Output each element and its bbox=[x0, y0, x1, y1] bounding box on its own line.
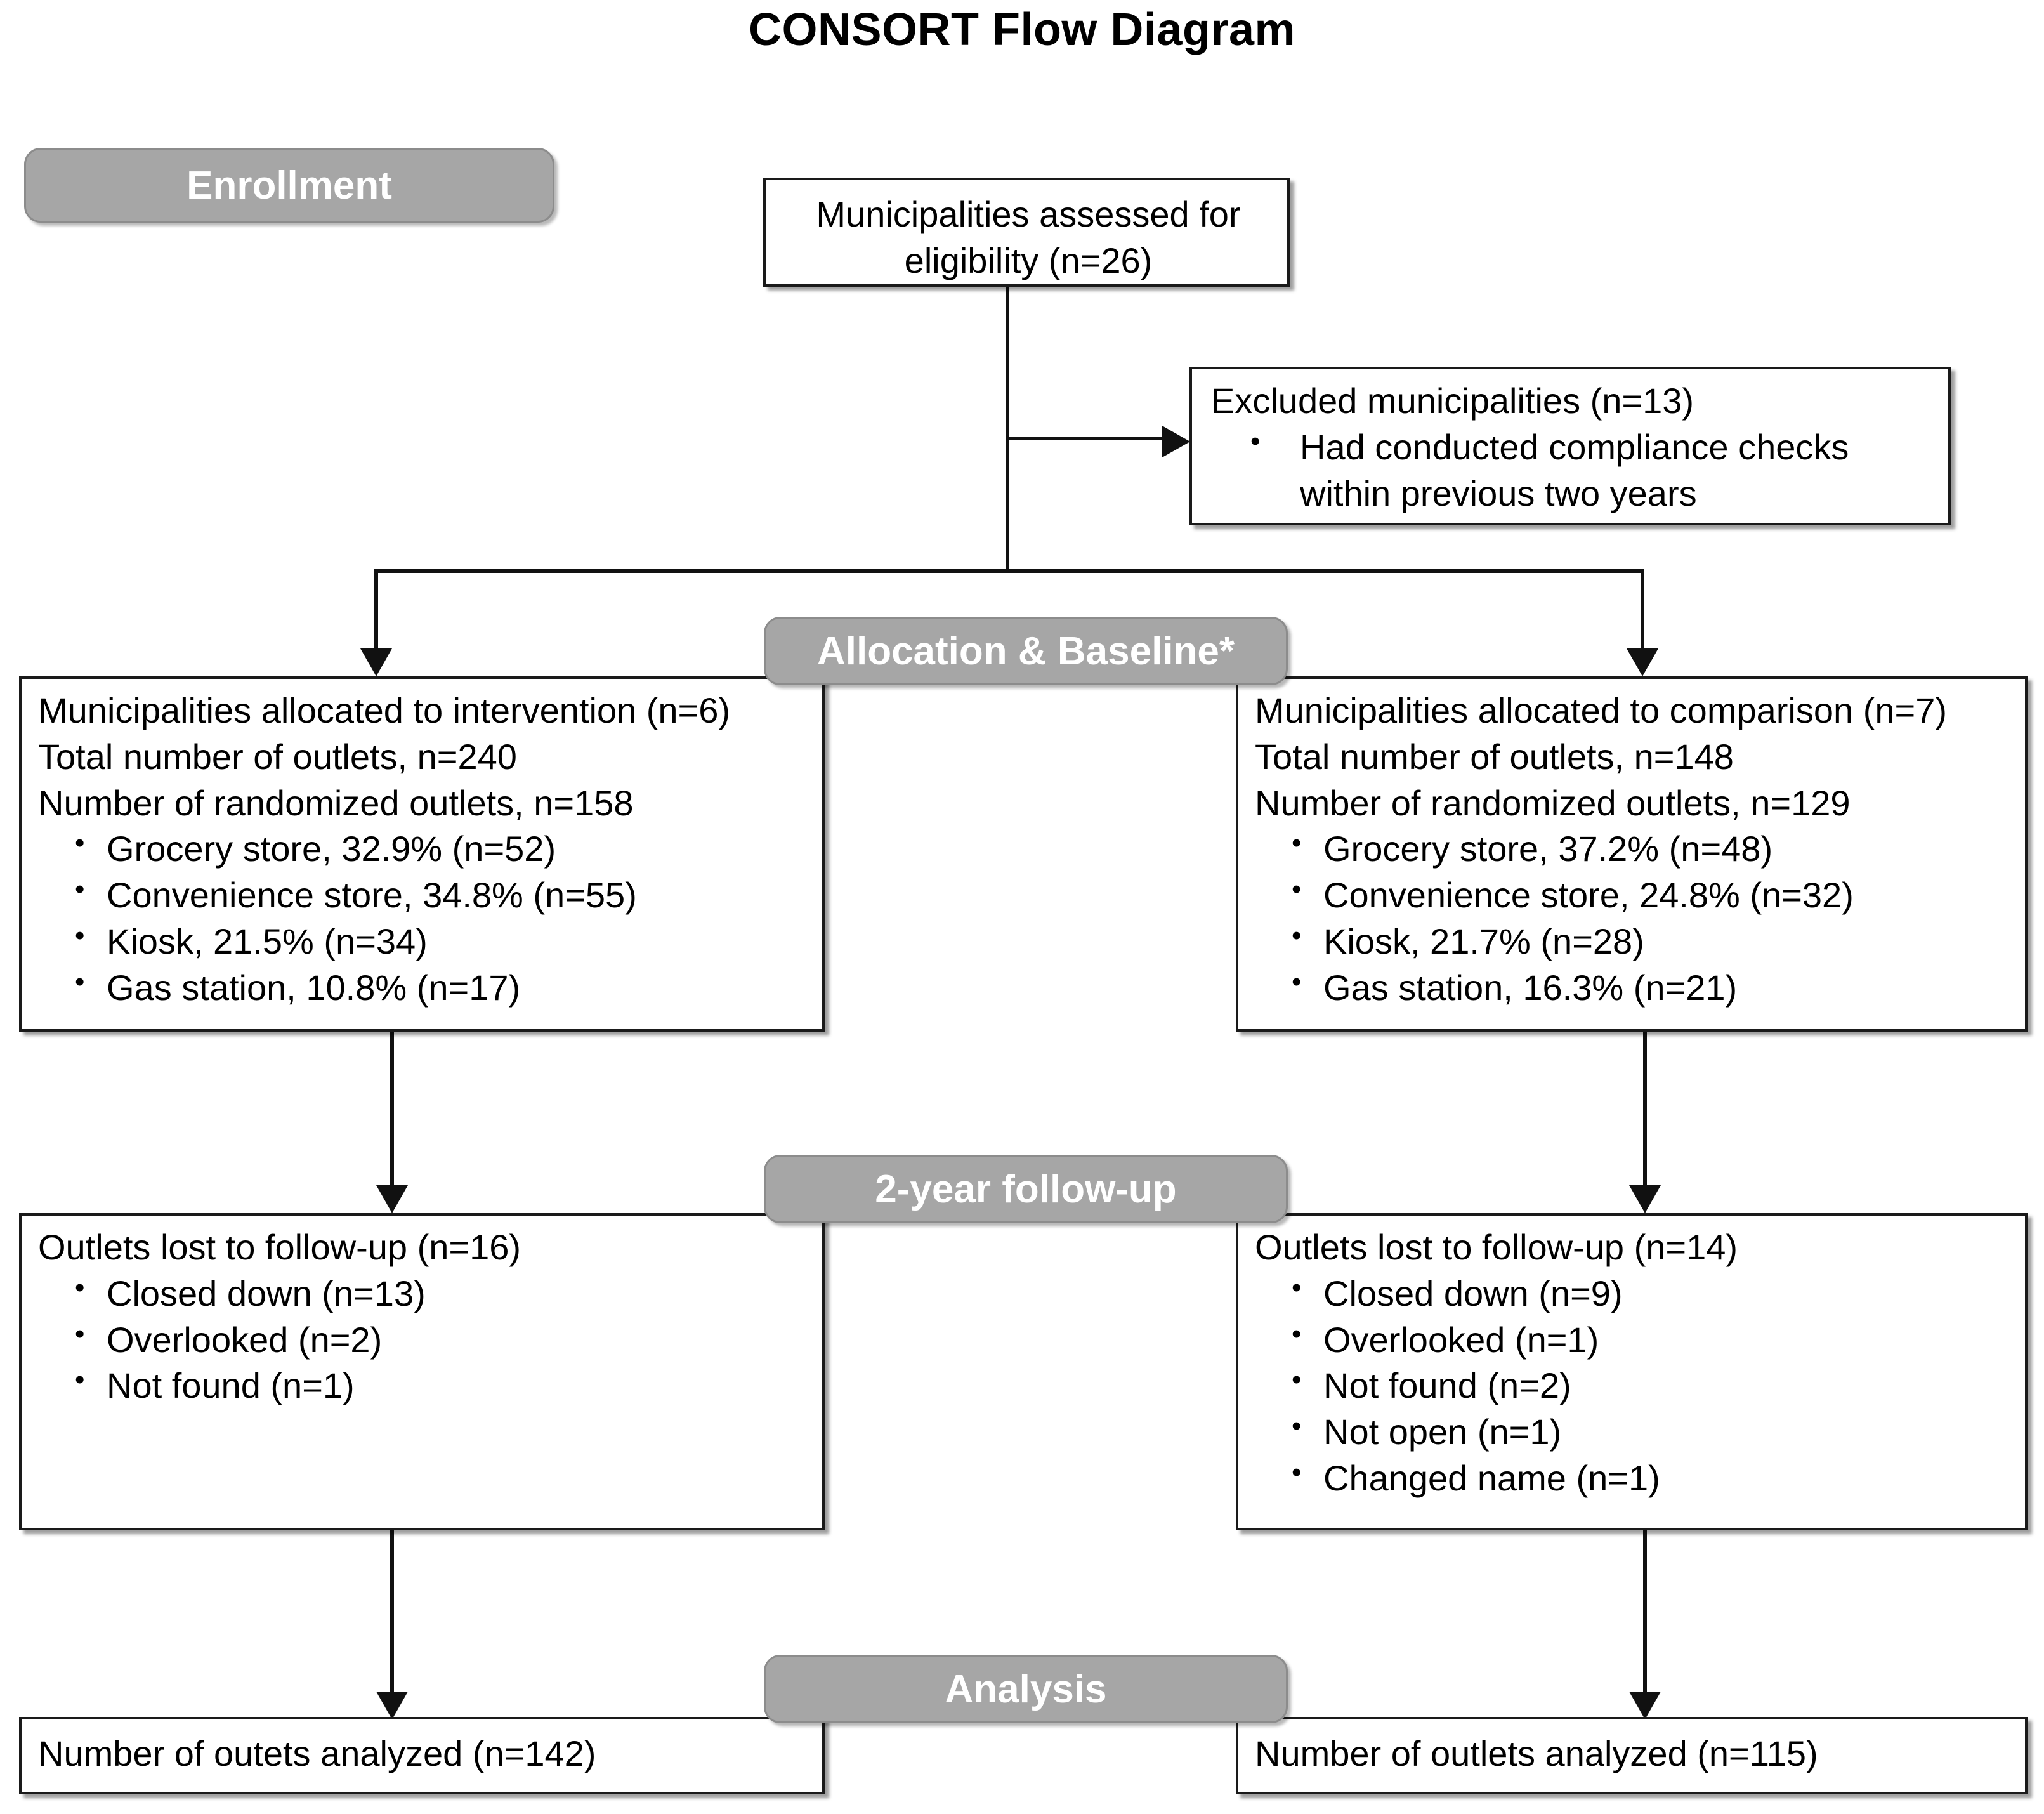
allocation-comparison-line-2: Total number of outlets, n=148 bbox=[1255, 736, 1734, 777]
assessed-line-2: eligibility (n=26) bbox=[904, 240, 1153, 280]
connector-alloc-to-followup-right bbox=[1643, 1029, 1647, 1188]
connector-assessed-to-excluded bbox=[1006, 437, 1164, 440]
list-item: Overlooked (n=2) bbox=[38, 1316, 809, 1364]
list-item: Gas station, 16.3% (n=21) bbox=[1255, 964, 2012, 1011]
connector-assessed-trunk bbox=[1006, 287, 1009, 571]
followup-intervention-header: Outlets lost to follow-up (n=16) bbox=[38, 1227, 521, 1267]
arrowhead-followup-comparison bbox=[1629, 1185, 1661, 1213]
connector-followup-to-analysis-left bbox=[390, 1528, 394, 1712]
allocation-intervention-line-2: Total number of outlets, n=240 bbox=[38, 736, 517, 777]
stage-label-enrollment-text: Enrollment bbox=[187, 163, 392, 207]
arrowhead-allocation-intervention bbox=[360, 648, 392, 676]
box-assessed-for-eligibility: Municipalities assessed for eligibility … bbox=[763, 178, 1290, 287]
list-item: Closed down (n=13) bbox=[38, 1270, 809, 1317]
analysis-intervention-line-1: Number of outets analyzed (n=142) bbox=[38, 1733, 596, 1773]
arrowhead-analysis-intervention bbox=[376, 1692, 408, 1719]
list-item: Not found (n=2) bbox=[1255, 1362, 2012, 1409]
stage-label-allocation-text: Allocation & Baseline* bbox=[816, 629, 1235, 673]
stage-label-analysis-text: Analysis bbox=[945, 1667, 1107, 1711]
arrowhead-allocation-comparison bbox=[1627, 648, 1658, 676]
connector-alloc-to-followup-left bbox=[390, 1029, 394, 1188]
list-item: Gas station, 10.8% (n=17) bbox=[38, 964, 809, 1011]
arrowhead-to-excluded bbox=[1162, 426, 1190, 457]
connector-split-right bbox=[1641, 569, 1644, 652]
list-item: Kiosk, 21.7% (n=28) bbox=[1255, 917, 2012, 965]
stage-label-followup-text: 2-year follow-up bbox=[875, 1167, 1177, 1211]
allocation-comparison-line-1: Municipalities allocated to comparison (… bbox=[1255, 690, 1947, 730]
connector-split-bar bbox=[374, 569, 1644, 573]
list-item: Had conducted compliance checks within p… bbox=[1211, 423, 1936, 517]
list-item: Convenience store, 34.8% (n=55) bbox=[38, 871, 809, 919]
allocation-comparison-line-3: Number of randomized outlets, n=129 bbox=[1255, 782, 1851, 823]
arrowhead-analysis-comparison bbox=[1629, 1692, 1661, 1719]
list-item: Closed down (n=9) bbox=[1255, 1270, 2012, 1317]
excluded-reason-list: Had conducted compliance checks within p… bbox=[1211, 423, 1936, 517]
followup-comparison-reason-list: Closed down (n=9) Overlooked (n=1) Not f… bbox=[1255, 1270, 2012, 1502]
box-excluded-municipalities: Excluded municipalities (n=13) Had condu… bbox=[1189, 367, 1951, 525]
allocation-comparison-breakdown-list: Grocery store, 37.2% (n=48) Convenience … bbox=[1255, 825, 2012, 1011]
list-item: Grocery store, 32.9% (n=52) bbox=[38, 825, 809, 872]
allocation-intervention-line-3: Number of randomized outlets, n=158 bbox=[38, 782, 634, 823]
page-title: CONSORT Flow Diagram bbox=[748, 4, 1296, 55]
box-analysis-intervention: Number of outets analyzed (n=142) bbox=[19, 1717, 825, 1794]
followup-intervention-reason-list: Closed down (n=13) Overlooked (n=2) Not … bbox=[38, 1270, 809, 1409]
list-item: Not found (n=1) bbox=[38, 1362, 809, 1409]
excluded-header: Excluded municipalities (n=13) bbox=[1211, 381, 1694, 421]
box-allocation-comparison: Municipalities allocated to comparison (… bbox=[1236, 676, 2028, 1032]
assessed-line-1: Municipalities assessed for bbox=[816, 194, 1241, 234]
arrowhead-followup-intervention bbox=[376, 1185, 408, 1213]
allocation-intervention-breakdown-list: Grocery store, 32.9% (n=52) Convenience … bbox=[38, 825, 809, 1011]
connector-followup-to-analysis-right bbox=[1643, 1528, 1647, 1712]
excluded-reason-text: Had conducted compliance checks within p… bbox=[1300, 426, 1849, 513]
list-item: Overlooked (n=1) bbox=[1255, 1316, 2012, 1364]
allocation-intervention-line-1: Municipalities allocated to intervention… bbox=[38, 690, 731, 730]
box-allocation-intervention: Municipalities allocated to intervention… bbox=[19, 676, 825, 1032]
list-item: Kiosk, 21.5% (n=34) bbox=[38, 917, 809, 965]
stage-label-allocation: Allocation & Baseline* bbox=[764, 617, 1288, 685]
stage-label-enrollment: Enrollment bbox=[24, 148, 554, 223]
analysis-comparison-line-1: Number of outlets analyzed (n=115) bbox=[1255, 1733, 1818, 1773]
box-followup-intervention: Outlets lost to follow-up (n=16) Closed … bbox=[19, 1213, 825, 1530]
list-item: Grocery store, 37.2% (n=48) bbox=[1255, 825, 2012, 872]
box-analysis-comparison: Number of outlets analyzed (n=115) bbox=[1236, 1717, 2028, 1794]
connector-split-left bbox=[374, 569, 378, 652]
list-item: Convenience store, 24.8% (n=32) bbox=[1255, 871, 2012, 919]
list-item: Changed name (n=1) bbox=[1255, 1454, 2012, 1502]
stage-label-analysis: Analysis bbox=[764, 1655, 1288, 1723]
followup-comparison-header: Outlets lost to follow-up (n=14) bbox=[1255, 1227, 1738, 1267]
stage-label-followup: 2-year follow-up bbox=[764, 1155, 1288, 1223]
list-item: Not open (n=1) bbox=[1255, 1408, 2012, 1456]
box-followup-comparison: Outlets lost to follow-up (n=14) Closed … bbox=[1236, 1213, 2028, 1530]
